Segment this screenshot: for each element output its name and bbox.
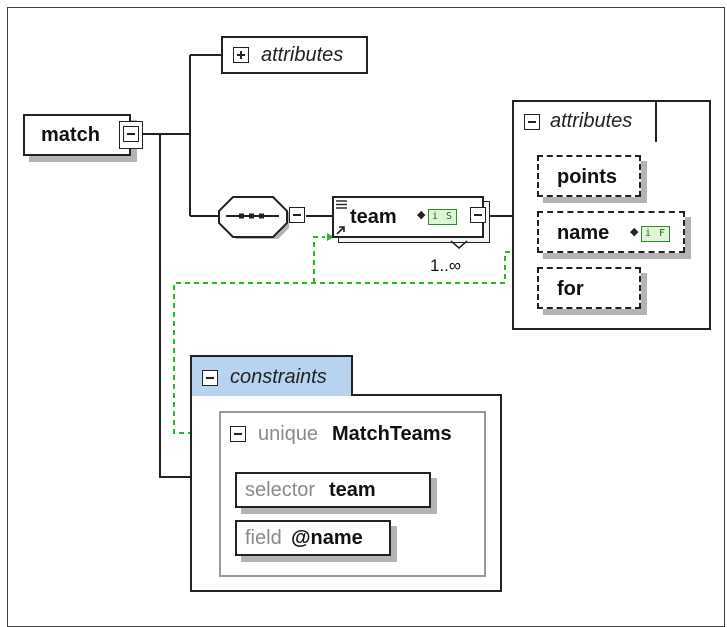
field-pointer-icon: ◆: [630, 226, 639, 238]
match-attributes-group[interactable]: attributes: [221, 36, 368, 74]
match-attributes-label: attributes: [261, 44, 344, 66]
attribute-name-label: name: [557, 222, 610, 244]
attribute-for-label: for: [557, 278, 584, 300]
element-team-label: team: [350, 206, 397, 228]
element-team[interactable]: team ◆ i S: [332, 196, 484, 238]
team-attributes-label: attributes: [550, 110, 633, 132]
constraints-label: constraints: [230, 366, 327, 388]
content-model-icon: [336, 200, 347, 209]
selector-label: selector: [245, 479, 316, 501]
sequence-compositor[interactable]: [217, 195, 289, 239]
unique-constraint[interactable]: unique MatchTeams selector team field @n…: [219, 411, 486, 577]
field-reference-line: [173, 251, 533, 434]
attributes-collapse-icon[interactable]: [524, 114, 540, 130]
attribute-for[interactable]: for: [537, 267, 641, 309]
element-match[interactable]: match: [23, 114, 131, 156]
attribute-points[interactable]: points: [537, 155, 641, 197]
expand-plus-icon[interactable]: [233, 47, 249, 63]
team-multiplicity: 1..∞: [430, 256, 462, 275]
root-child-branch: [160, 54, 221, 217]
match-collapse-icon[interactable]: [123, 126, 139, 142]
sequence-collapse-icon[interactable]: [289, 207, 305, 223]
reference-arrow-icon: [336, 226, 345, 235]
field-value: @name: [291, 527, 363, 549]
constraint-name-label: MatchTeams: [332, 423, 452, 445]
team-attributes-tab[interactable]: attributes: [512, 100, 657, 142]
identity-badge: i S: [428, 209, 458, 225]
identity-pointer-icon: ◆: [417, 209, 426, 221]
selector-value: team: [329, 479, 376, 501]
attribute-points-label: points: [557, 166, 617, 188]
selector-box[interactable]: selector team: [235, 472, 431, 508]
constraint-kind-label: unique: [258, 423, 319, 445]
selector-arrowhead: [327, 233, 334, 241]
constraints-collapse-icon[interactable]: [202, 370, 218, 386]
constraints-branch: [159, 134, 190, 478]
constraints-tab[interactable]: constraints: [190, 355, 353, 396]
attribute-name[interactable]: name ◆ i F: [537, 211, 685, 253]
element-match-label: match: [41, 124, 100, 146]
team-collapse-icon[interactable]: [470, 207, 486, 223]
repeat-chevron-icon: [450, 240, 468, 249]
field-label: field: [245, 527, 282, 549]
field-box[interactable]: field @name: [235, 520, 391, 556]
field-badge: i F: [641, 226, 671, 242]
selector-reference-line: [313, 236, 325, 283]
unique-collapse-icon[interactable]: [230, 426, 246, 442]
